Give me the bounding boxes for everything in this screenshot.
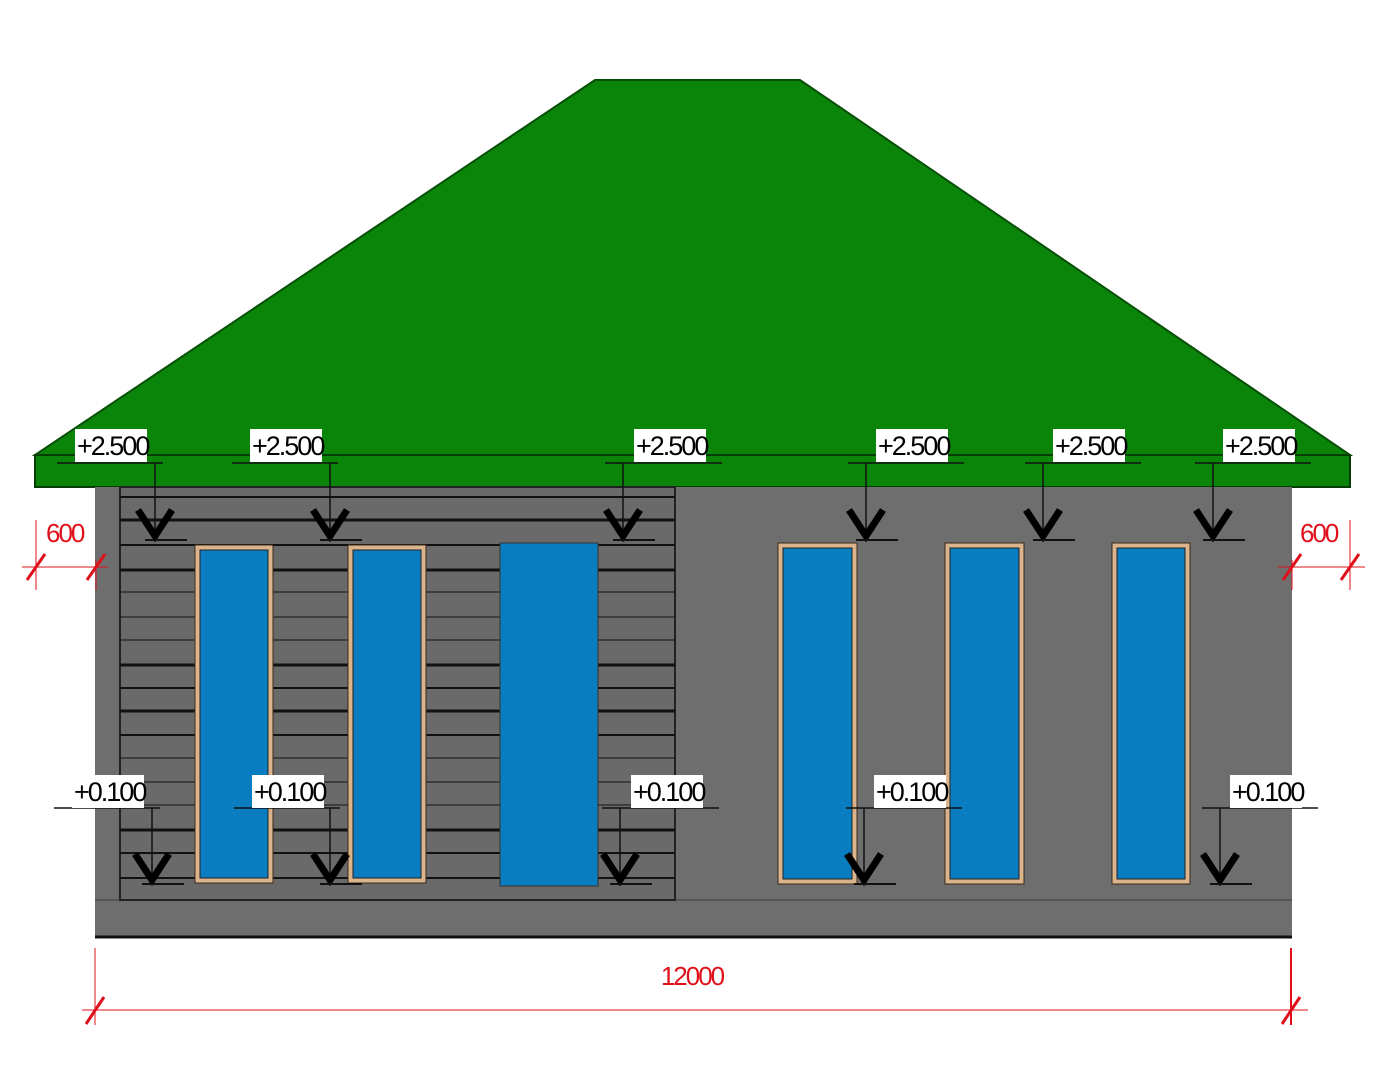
level-label: +2.500 (252, 431, 324, 461)
level-marker-bottom: +0.100 (844, 775, 962, 887)
dimension-right-label: 600 (1300, 518, 1339, 548)
door (499, 542, 599, 887)
level-label: +0.100 (254, 777, 326, 807)
level-marker-top: +2.500 (846, 429, 964, 543)
window (777, 542, 858, 885)
level-marker-top: +2.500 (232, 429, 362, 543)
level-label: +2.500 (1225, 431, 1297, 461)
window (944, 542, 1025, 885)
level-marker-bottom: +0.100 (600, 775, 719, 887)
level-marker-top: +2.500 (1193, 429, 1311, 543)
level-arrow-icon (135, 508, 175, 543)
window (1111, 542, 1191, 885)
dimension-left-overhang (22, 520, 108, 590)
level-arrow-icon (132, 852, 172, 887)
level-label: +2.500 (636, 431, 708, 461)
roof (31, 79, 1354, 456)
level-arrow-icon (844, 852, 884, 887)
level-arrow-icon (310, 852, 350, 887)
level-label: +2.500 (77, 431, 149, 461)
level-label: +2.500 (878, 431, 950, 461)
window (347, 544, 427, 884)
level-arrow-icon (1023, 508, 1063, 543)
level-arrow-icon (1200, 852, 1240, 887)
level-marker-bottom: +0.100 (234, 775, 362, 887)
level-arrow-icon (310, 508, 350, 543)
level-label: +0.100 (74, 777, 146, 807)
level-marker-top: +2.500 (603, 429, 722, 543)
level-marker-bottom: +0.100 (54, 775, 184, 887)
level-marker-top: +2.500 (1023, 429, 1141, 543)
level-marker-bottom: +0.100 (1200, 775, 1318, 887)
dimension-right-overhang (1278, 520, 1365, 590)
level-label: +0.100 (633, 777, 705, 807)
level-arrow-icon (1193, 508, 1233, 543)
level-arrow-icon (846, 508, 886, 543)
dimension-total-width (82, 948, 1308, 1025)
level-arrow-icon (603, 508, 643, 543)
level-label: +0.100 (1232, 777, 1304, 807)
window (194, 544, 274, 884)
level-label: +2.500 (1055, 431, 1127, 461)
level-label: +0.100 (876, 777, 948, 807)
level-marker-top: +2.500 (57, 429, 187, 543)
dimension-total-label: 12000 (661, 961, 725, 991)
dimension-left-label: 600 (46, 518, 85, 548)
level-arrow-icon (600, 852, 640, 887)
